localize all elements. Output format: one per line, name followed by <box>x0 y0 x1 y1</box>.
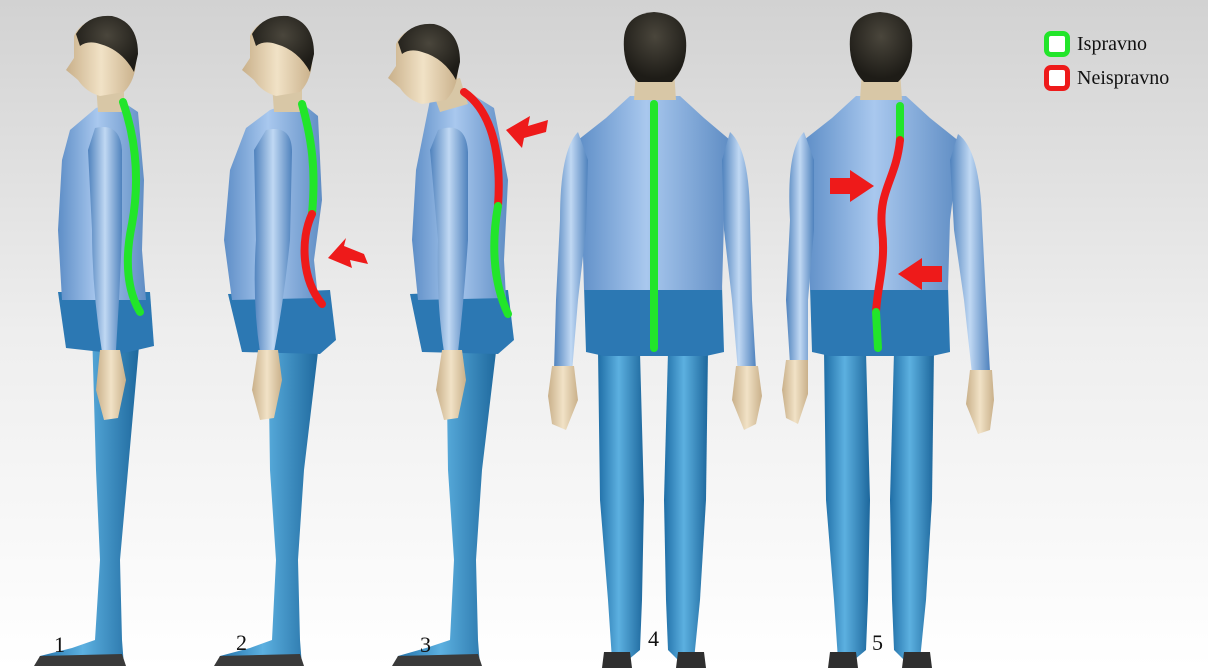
figure-5-head <box>850 12 912 82</box>
correct-swatch-icon <box>1044 31 1070 57</box>
legend: Ispravno Neispravno <box>1044 30 1169 98</box>
figure-4-left-shoe <box>602 652 632 668</box>
legend-item-incorrect: Neispravno <box>1044 64 1169 92</box>
figure-3-number: 3 <box>420 632 431 658</box>
figure-1-number: 1 <box>54 632 65 658</box>
legend-label-correct: Ispravno <box>1077 33 1147 56</box>
figure-5-spine-lower-correct <box>876 312 878 348</box>
incorrect-swatch-icon <box>1044 65 1070 91</box>
figure-4-number: 4 <box>648 626 659 652</box>
figure-5-left-shoe <box>828 652 858 668</box>
figure-5-right-shoe <box>902 652 932 668</box>
legend-label-incorrect: Neispravno <box>1077 67 1169 90</box>
legend-item-correct: Ispravno <box>1044 30 1169 58</box>
figure-4-head <box>624 12 686 82</box>
figure-4-right-shoe <box>676 652 706 668</box>
figure-5-number: 5 <box>872 630 883 656</box>
figure-2-number: 2 <box>236 630 247 656</box>
